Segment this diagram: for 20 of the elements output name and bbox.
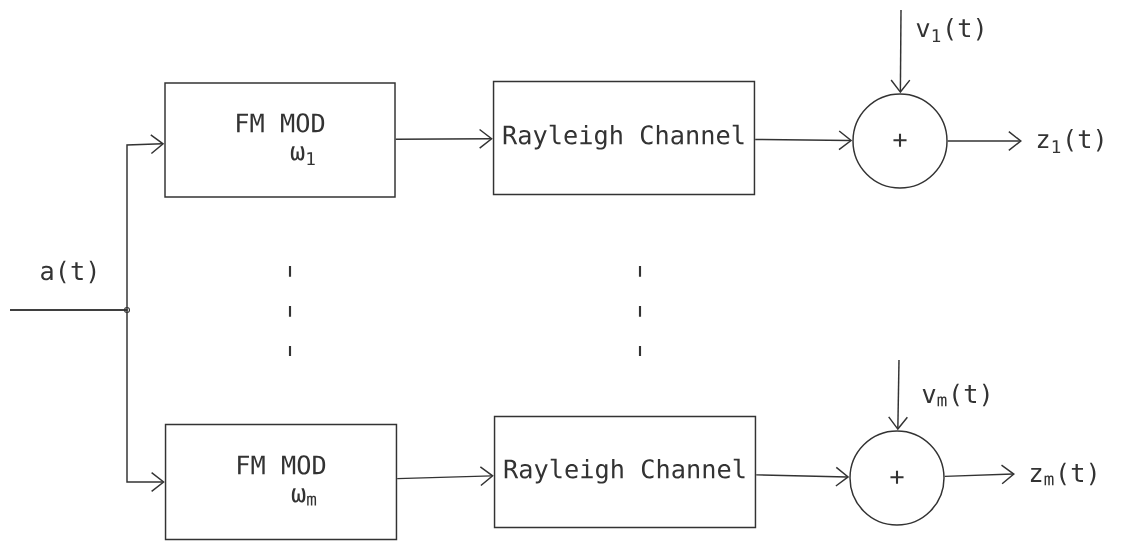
arrow (943, 464, 1015, 485)
arrow (754, 130, 853, 151)
signal-label: v$_{m}$(t) (922, 383, 989, 407)
arrow (9, 309, 165, 493)
block-box: Rayleigh Channel (493, 415, 757, 529)
summing-junction: + (849, 430, 945, 526)
signal-label: v$_{1}$(t) (916, 17, 983, 43)
arrow (947, 130, 1022, 152)
block-box: FM MOD ω$_{m}$ (164, 423, 398, 541)
arrow (890, 9, 911, 94)
arrow (755, 466, 850, 487)
arrow (887, 359, 909, 431)
arrow (395, 128, 493, 149)
summing-junction: + (852, 93, 948, 189)
signal-label: a(t) (41, 260, 96, 284)
signal-label: z$_{1}$(t) (1037, 128, 1103, 154)
block-box: Rayleigh Channel (492, 80, 756, 196)
block-box: FM MOD ω$_{1}$ (164, 82, 396, 198)
arrow (396, 466, 494, 487)
signal-label: z$_{m}$(t) (1030, 462, 1096, 486)
